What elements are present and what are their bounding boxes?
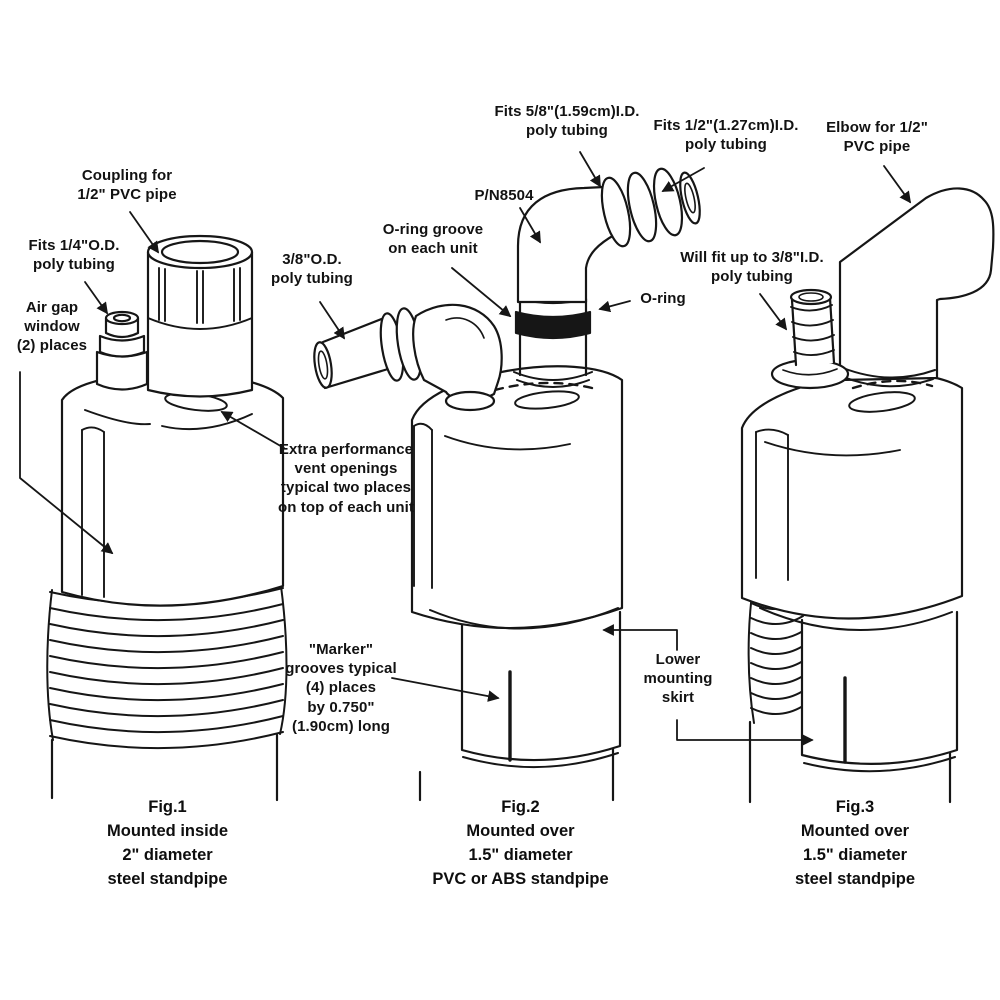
- label-oring-groove: O-ring groove on each unit: [382, 221, 484, 258]
- label-mounting-skirt: Lower mounting skirt: [643, 651, 713, 707]
- label-elbow: Elbow for 1/2" PVC pipe: [826, 119, 928, 156]
- label-will-fit: Will fit up to 3/8"I.D. poly tubing: [680, 249, 824, 286]
- fig2-drawing: [313, 167, 701, 802]
- label-coupling: Coupling for 1/2" PVC pipe: [77, 167, 177, 204]
- label-tubing-38: 3/8"O.D. poly tubing: [271, 251, 353, 288]
- label-oring: O-ring: [640, 290, 686, 307]
- caption-fig1: Fig.1 Mounted inside 2" diameter steel s…: [107, 798, 228, 888]
- caption-fig2: Fig.2 Mounted over 1.5" diameter PVC or …: [432, 798, 609, 888]
- label-part-number: P/N8504: [474, 187, 534, 204]
- label-fits-quarter: Fits 1/4"O.D. poly tubing: [28, 237, 120, 274]
- label-air-gap-window: Air gap window (2) places: [16, 299, 88, 355]
- leader-lines: [19, 151, 912, 746]
- caption-fig3: Fig.3 Mounted over 1.5" diameter steel s…: [794, 798, 916, 888]
- label-marker-grooves: "Marker" grooves typical (4) places by 0…: [285, 641, 397, 735]
- fig3-drawing: [740, 187, 995, 804]
- fig1-drawing: [46, 234, 288, 802]
- label-vent-openings: Extra performance vent openings typical …: [277, 441, 415, 516]
- label-fits-58: Fits 5/8"(1.59cm)I.D. poly tubing: [494, 103, 640, 140]
- label-fits-12: Fits 1/2"(1.27cm)I.D. poly tubing: [653, 117, 799, 154]
